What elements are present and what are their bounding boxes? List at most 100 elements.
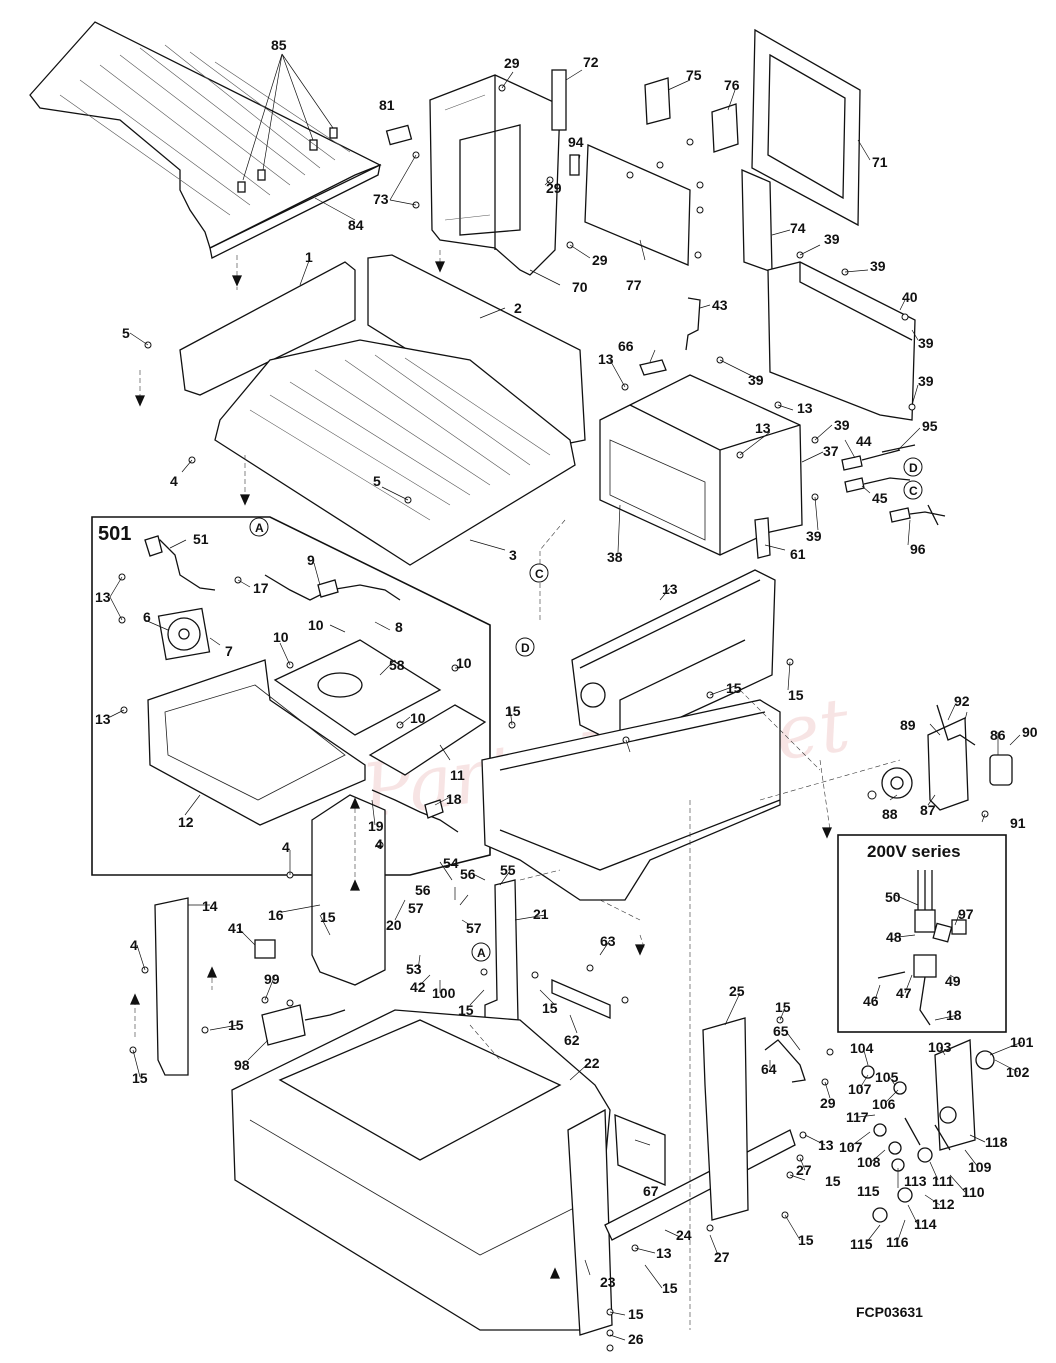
part-label: 118 [985,1134,1008,1150]
part-label: 75 [686,67,702,83]
part-label: 38 [607,549,623,565]
part-label: 5 [122,325,130,341]
part-label: 10 [308,617,324,633]
connector-d-label-1: D [909,461,918,475]
part-label: 86 [990,727,1006,743]
part-label: 99 [264,971,280,987]
inset-200v-box [837,834,1007,1033]
part-label: 57 [466,920,482,936]
part-label: 15 [798,1232,814,1248]
part-label: 4 [282,839,290,855]
part-label: 90 [1022,724,1038,740]
connector-c-marker-2 [529,563,549,583]
part-label: 17 [253,580,269,596]
part-label: 15 [726,680,742,696]
part-label: 18 [446,791,462,807]
part-25-bracket [702,1017,749,1221]
part-label: 43 [712,297,728,313]
part-label: 6 [143,609,151,625]
part-label: 113 [904,1173,927,1189]
part-label: 29 [504,55,520,71]
part-label: 114 [914,1216,937,1232]
lower-chassis [481,699,781,901]
part-label: 39 [824,231,840,247]
part-label: 37 [823,443,839,459]
connector-a-label-2: A [477,946,486,960]
part-label: 15 [775,999,791,1015]
part-number-labels: 85 84 29 72 81 73 94 29 29 70 75 76 77 7… [95,37,1038,1347]
part-label: 15 [662,1280,678,1296]
part-98-transformer [261,1004,306,1046]
part-label: 14 [202,898,218,914]
part-label: 5 [373,473,381,489]
part-72-plate [551,69,567,131]
part-14-bracket [154,897,189,1076]
part-label: 39 [748,372,764,388]
part-label: 22 [584,1055,600,1071]
part-label: 116 [886,1234,909,1250]
part-label: 23 [600,1274,616,1290]
part-label: 46 [863,993,879,1009]
connector-d-marker-1 [903,457,923,477]
part-label: 13 [755,420,771,436]
part-label: 110 [962,1184,985,1200]
part-label: 18 [946,1007,962,1023]
part-label: 4 [170,473,178,489]
part-label: 24 [676,1227,692,1243]
part-label: 15 [132,1070,148,1086]
part-label: 97 [958,906,974,922]
connector-markers: A A C C D D [249,457,923,962]
part-label: 115 [850,1236,873,1252]
motor-assembly [867,704,1013,811]
part-64-handle [764,1039,806,1083]
part-label: 101 [1010,1034,1034,1050]
leader-lines [109,53,1023,1341]
connector-d-label-2: D [521,641,530,655]
part-label: 95 [922,418,938,434]
part-label: 15 [228,1017,244,1033]
part-label: 9 [307,552,315,568]
part-label: 77 [626,277,642,293]
part-label: 15 [825,1173,841,1189]
part-label: 84 [348,217,364,233]
part-label: 94 [568,134,584,150]
part-label: 10 [273,629,289,645]
connector-c-marker-1 [903,480,923,500]
part-label: 106 [872,1096,896,1112]
part-label: 11 [450,767,465,783]
part-label: 70 [572,279,588,295]
connector-c-label-1: C [909,484,918,498]
part-label: 15 [458,1002,474,1018]
part-label: 53 [406,961,422,977]
part-label: 21 [533,906,549,922]
gear-cluster [861,1039,995,1223]
part-label: 76 [724,77,740,93]
part-label: 85 [271,37,287,53]
part-81-sheet [385,124,413,146]
part-label: 104 [850,1040,874,1056]
part-label: 103 [928,1039,952,1055]
part-label: 15 [628,1306,644,1322]
part-label: 13 [656,1245,672,1261]
connector-a-marker-1 [249,517,269,537]
part-label: 115 [857,1183,880,1199]
part-43-cable [685,297,701,351]
part-label: 13 [95,589,111,605]
part-label: 73 [373,191,389,207]
part-label: 92 [954,693,970,709]
part-77-pcb [584,144,691,266]
direction-arrows [129,261,833,1279]
controller-frame [429,74,561,276]
part-label: 2 [514,300,522,316]
part-16-side-frame [311,794,386,986]
part-label: 15 [542,1000,558,1016]
connector-a-label-1: A [255,521,264,535]
part-label: 29 [546,180,562,196]
part-label: 29 [820,1095,836,1111]
part-label: 58 [389,657,405,673]
connector-c-label-2: C [535,567,544,581]
part-label: 15 [320,909,336,925]
part-label: 71 [872,154,888,170]
part-label: 39 [870,258,886,274]
part-label: 13 [598,351,614,367]
